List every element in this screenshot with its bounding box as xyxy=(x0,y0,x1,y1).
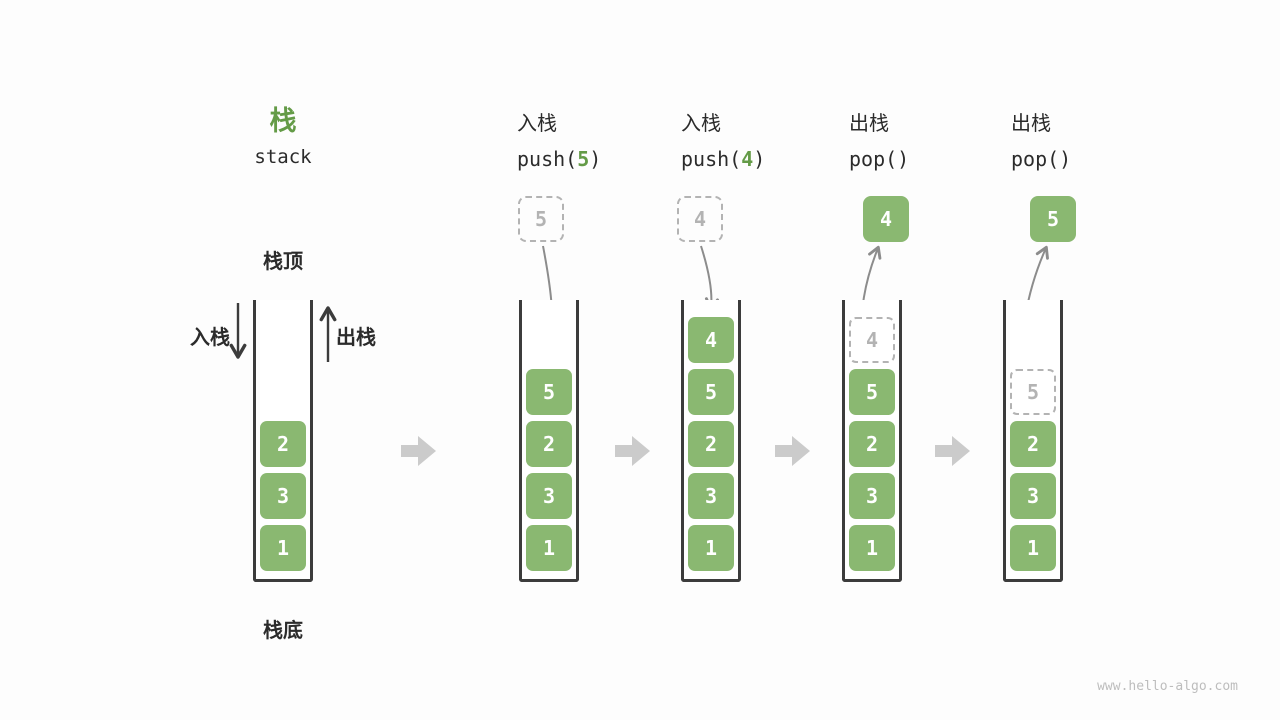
operation-code: pop() xyxy=(1011,147,1071,171)
stack-cell: 3 xyxy=(526,473,572,519)
operation-label: 出栈 xyxy=(1011,113,1051,135)
floating-cell-pop-5: 5 xyxy=(1030,196,1076,242)
diagram-title-zh: 栈 xyxy=(269,106,297,136)
stack-top-label: 栈顶 xyxy=(263,251,303,273)
step-header-push-4: 入栈 push(4) xyxy=(681,107,765,171)
operation-code: push(4) xyxy=(681,147,765,171)
stack-cell: 2 xyxy=(688,421,734,467)
floating-cell-pop-4: 4 xyxy=(863,196,909,242)
ghost-cell: 4 xyxy=(849,317,895,363)
pop-arrow-label: 出栈 xyxy=(336,327,376,349)
step-header-pop-5: 出栈 pop() xyxy=(1011,107,1071,171)
stack-container-pop-5: 5 2 3 1 xyxy=(1003,300,1063,582)
stack-cell: 3 xyxy=(849,473,895,519)
stack-cell: 1 xyxy=(1010,525,1056,571)
stack-cell: 2 xyxy=(526,421,572,467)
stack-cell: 5 xyxy=(526,369,572,415)
code-fn: push( xyxy=(517,147,578,171)
stack-cell: 5 xyxy=(688,369,734,415)
code-arg: 4 xyxy=(741,147,754,171)
step-header-push-5: 入栈 push(5) xyxy=(517,107,601,171)
stack-cell: 5 xyxy=(849,369,895,415)
step-transition-arrow-icon xyxy=(935,436,970,466)
step-transition-arrow-icon xyxy=(775,436,810,466)
stack-cell: 2 xyxy=(1010,421,1056,467)
push-4-arrow-icon xyxy=(700,245,719,311)
stack-cell: 1 xyxy=(260,525,306,571)
stack-container-pop-4: 4 5 2 3 1 xyxy=(842,300,902,582)
diagram-title-en: stack xyxy=(254,146,312,168)
code-fn: pop( xyxy=(849,147,898,171)
stack-cell: 1 xyxy=(688,525,734,571)
code-fn: pop( xyxy=(1011,147,1060,171)
stack-cell: 3 xyxy=(1010,473,1056,519)
code-arg: 5 xyxy=(577,147,590,171)
push-arrow-label: 入栈 xyxy=(190,327,230,349)
step-transition-arrow-icon xyxy=(615,436,650,466)
operation-code: pop() xyxy=(849,147,909,171)
stack-cell: 2 xyxy=(849,421,895,467)
stack-container-push-4: 4 5 2 3 1 xyxy=(681,300,741,582)
stack-cell: 3 xyxy=(260,473,306,519)
step-header-pop-4: 出栈 pop() xyxy=(849,107,909,171)
floating-cell-push-4: 4 xyxy=(677,196,723,242)
stack-cell: 3 xyxy=(688,473,734,519)
stack-cell: 4 xyxy=(688,317,734,363)
stack-cell: 2 xyxy=(260,421,306,467)
operation-label: 入栈 xyxy=(681,113,721,135)
stack-container-initial: 2 3 1 xyxy=(253,300,313,582)
floating-cell-push-5: 5 xyxy=(518,196,564,242)
code-close: ) xyxy=(589,147,602,171)
watermark: www.hello-algo.com xyxy=(1097,679,1238,694)
operation-code: push(5) xyxy=(517,147,601,171)
code-close: ) xyxy=(1059,147,1072,171)
step-transition-arrow-icon xyxy=(401,436,436,466)
stack-cell: 1 xyxy=(526,525,572,571)
stack-cell: 1 xyxy=(849,525,895,571)
code-fn: push( xyxy=(681,147,742,171)
operation-label: 入栈 xyxy=(517,113,557,135)
stack-container-push-5: 5 2 3 1 xyxy=(519,300,579,582)
code-close: ) xyxy=(753,147,766,171)
code-close: ) xyxy=(897,147,910,171)
operation-label: 出栈 xyxy=(849,113,889,135)
stack-bottom-label: 栈底 xyxy=(263,620,303,642)
ghost-cell: 5 xyxy=(1010,369,1056,415)
